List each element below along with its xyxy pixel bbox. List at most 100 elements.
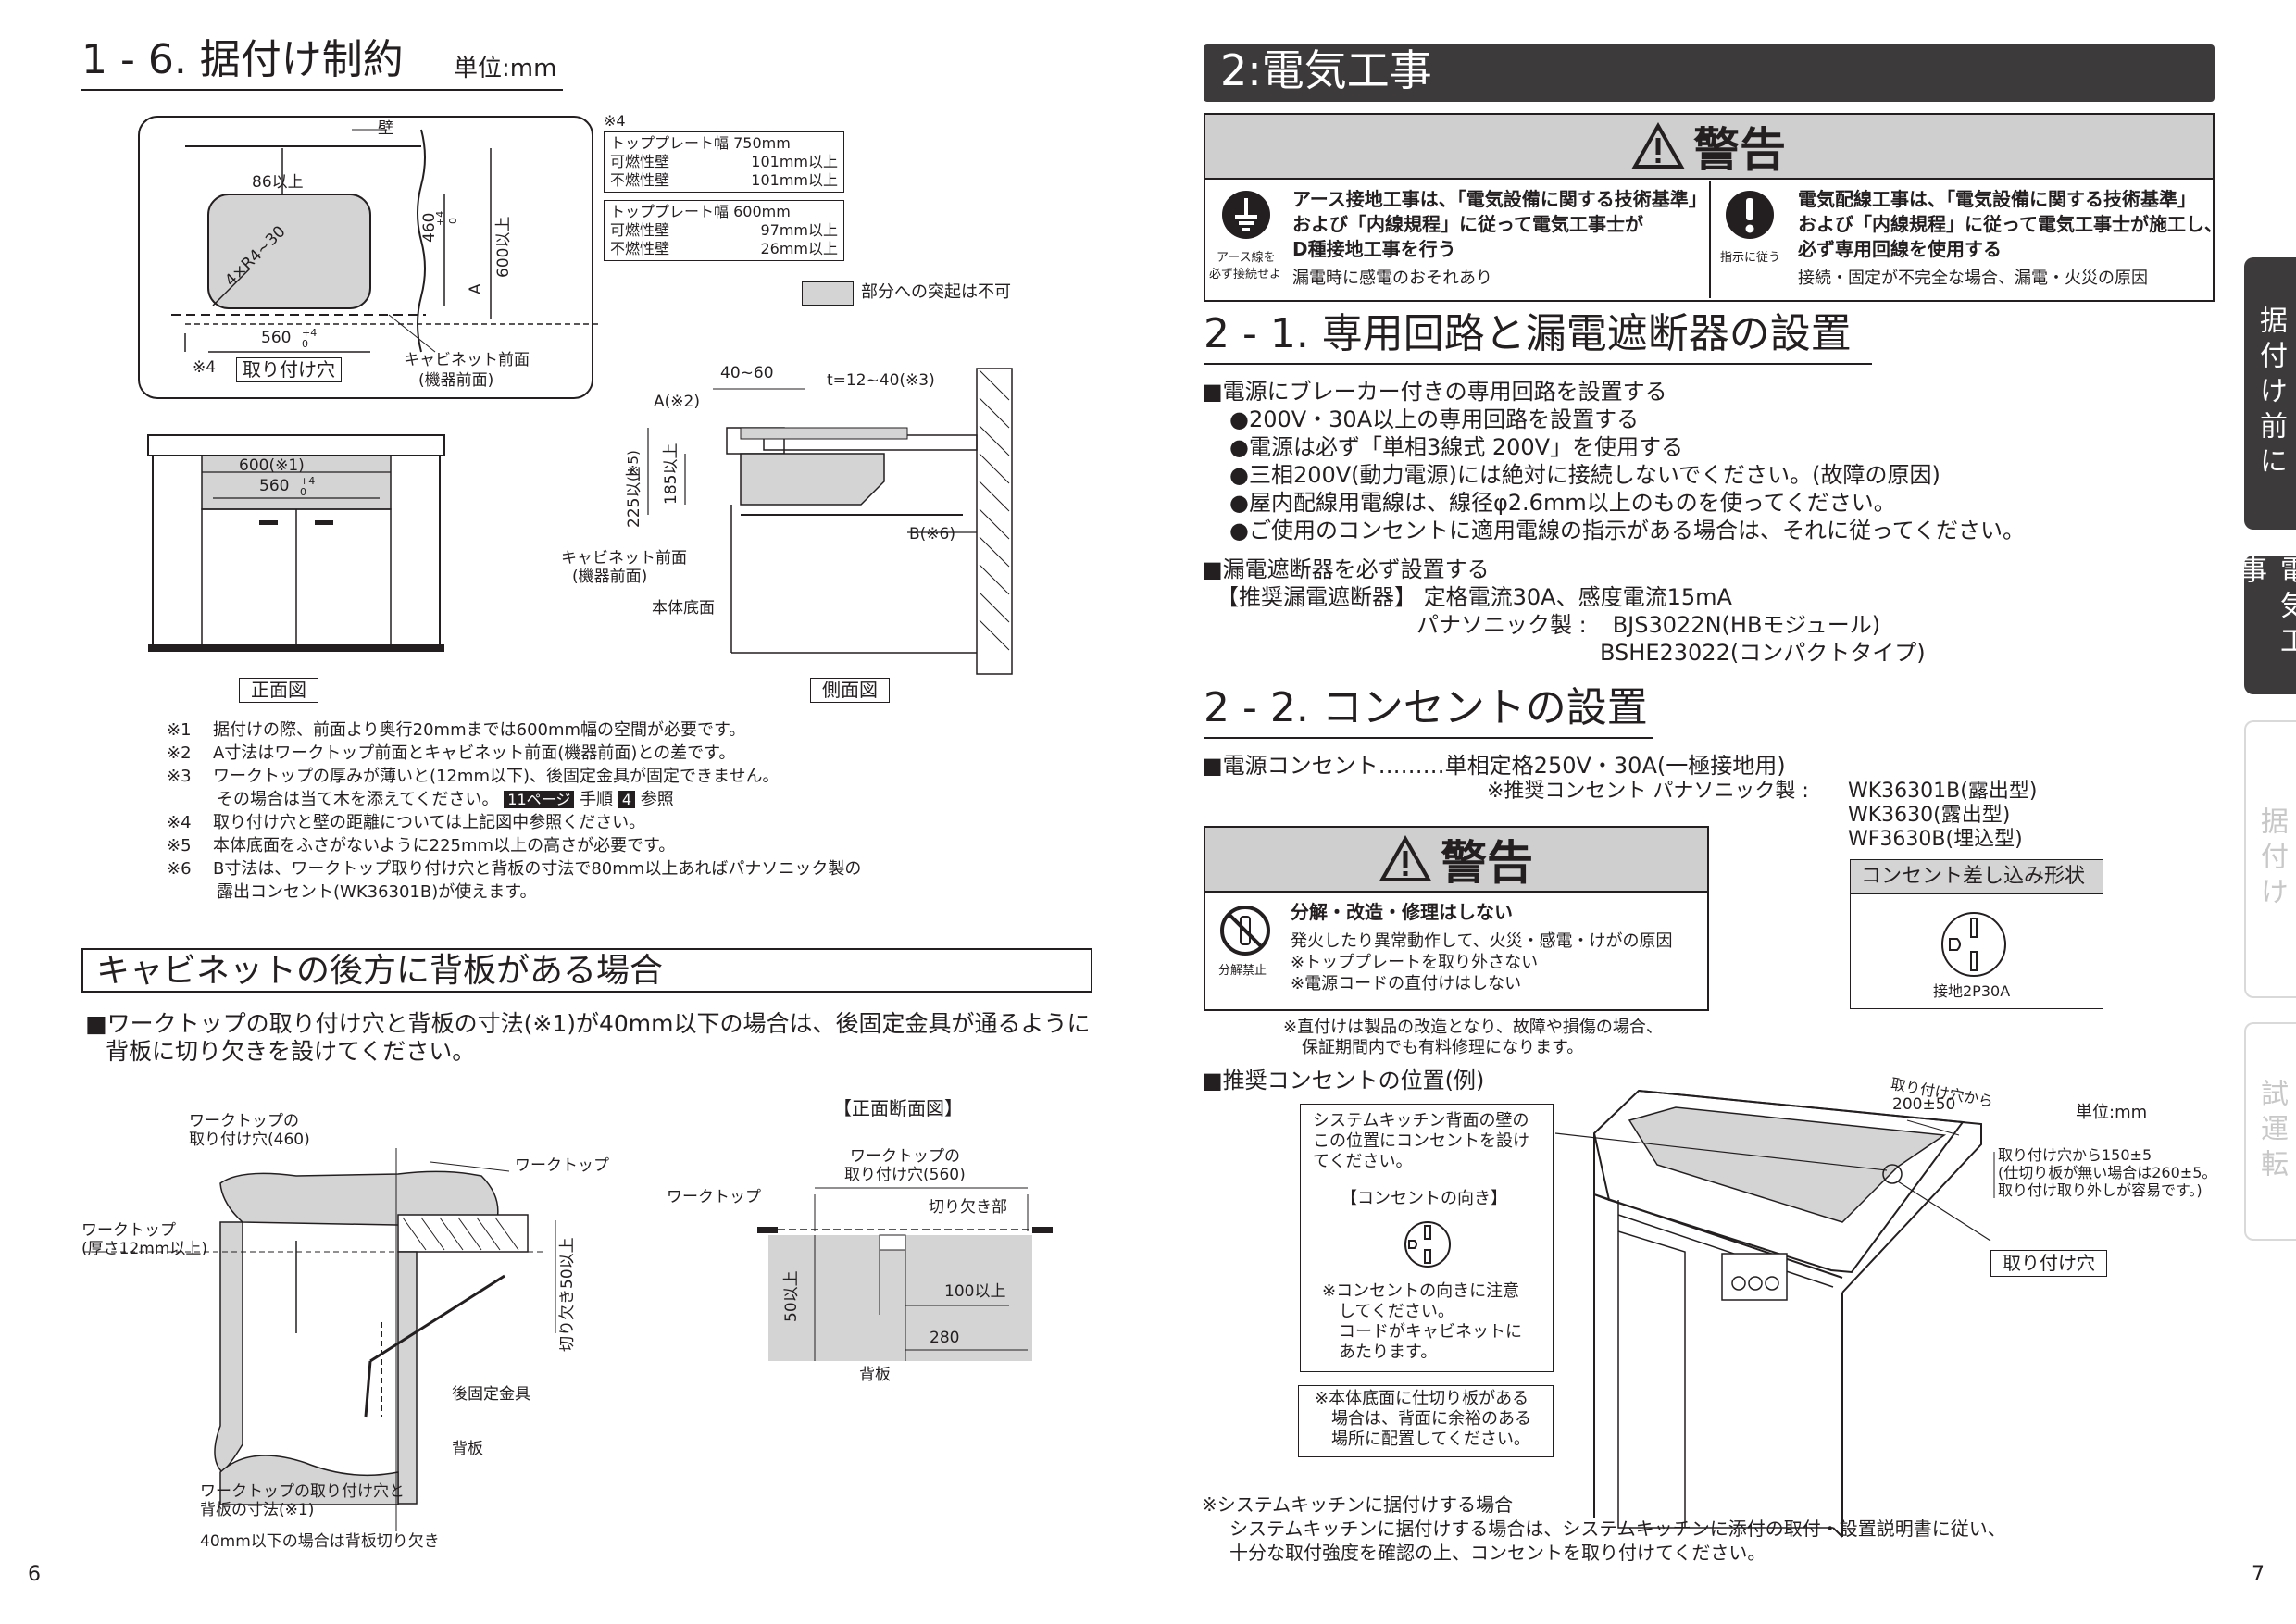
br-notch: 切り欠き部 [929,1198,1007,1217]
backboard-line1: ■ワークトップの取り付け穴と背板の寸法(※1)が40mm以下の場合は、後固定金具… [85,1010,1091,1037]
cabinet-front-top: キャビネット前面 [404,351,530,369]
warning2-body [1204,891,1709,1011]
plug-shape-title: コンセント差し込み形状 [1861,865,2086,888]
chapter-header [1204,44,2215,102]
w1-left-l3: D種接地工事を行う [1292,238,1456,260]
backboard-section-diagram [83,1148,556,1531]
position-title: ■推奨コンセントの位置(例) [1202,1068,1485,1093]
bl-backboard: 背板 [452,1440,483,1458]
tol-560-plus: +4 [302,327,318,339]
s21-bullet-2: ●電源は必ず「単相3線式 200V」を使用する [1229,434,1684,460]
call3-a: ※本体底面に仕切り板がある [1315,1389,1529,1408]
w1-right-l2: および「内線規程」に従って電気工事士が施工し、 [1798,213,2223,235]
backboard-title: キャビネットの後方に背板がある場合 [96,952,664,990]
warning1-divider [1709,181,1711,298]
front-dim-560: 560 [259,477,290,495]
front-section-diagram [757,1187,1053,1361]
br-dim-100: 100以上 [944,1282,1006,1301]
spec-box-600: トッププレート幅 600mm 可燃性壁 97mm以上 不燃性壁 26mm以上 [604,200,844,261]
front-tol-plus: +4 [300,475,316,487]
right-dim-a: 取り付け穴から150±5 [1998,1146,2152,1164]
call1-c: てください。 [1313,1152,1413,1171]
spec-600-r2v: 26mm以上 [760,240,838,257]
spec-750-r1v: 101mm以上 [751,153,838,170]
front-dim-600: 600(※1) [239,456,305,475]
spec-600-r1v: 97mm以上 [760,221,838,239]
backboard-line2: 背板に切り欠きを設けてください。 [106,1038,476,1065]
note4-mark: ※4 [193,358,217,377]
chapter-header-text: 2:電気工事 [1220,45,1432,95]
instr-caption: 指示に従う [1720,251,1781,265]
page-ref-badge[interactable]: 11ページ [504,791,575,808]
side-tab-install[interactable]: 据付け [2244,720,2296,998]
s21-bullet-3: ●三相200V(動力電源)には絶対に接続しないでください。(故障の原因) [1229,462,1940,488]
call2-c: コードがキャビネットに [1339,1322,1522,1342]
section-title-1-6: 1 - 6. 据付け制約 [81,36,404,83]
dim-200: 200±50 [1892,1095,1956,1114]
outlet-orientation-icon [1404,1221,1451,1268]
callout-partition-text: ※本体底面に仕切り板がある 場合は、背面に余裕のある 場所に配置してください。 [1315,1389,1531,1450]
side-cabinet-front: キャビネット前面 [561,549,687,568]
warning1-right-text: 電気配線工事は、「電気設備に関する技術基準」 および「内線規程」に従って電気工事… [1798,187,2223,291]
section-title-underline [81,89,563,91]
side-dim-225: 225以上 [625,466,643,528]
side-tab-trial-run[interactable]: 試運転 [2244,1022,2296,1241]
warning2-title: 警告 [1441,836,1533,890]
spec-600-r1k: 可燃性壁 [610,221,670,239]
plug-shape-title-bg [1850,859,2103,894]
position-unit: 単位:mm [2076,1103,2148,1122]
w2-l3: ※トッププレートを取り外さない [1291,953,1539,972]
bl-dim-c: 40mm以下の場合は背板切り欠き [200,1532,440,1551]
bl-dim-b: 背板の寸法(※1) [200,1501,315,1519]
no-disassembly-icon [1220,906,1270,956]
w1-left-l1: アース接地工事は、「電気設備に関する技術基準」 [1292,188,1707,210]
system-line-2: 十分な取付強度を確認の上、コンセントを取り付けてください。 [1229,1542,1766,1564]
warning-triangle-icon [1631,121,1685,169]
side-view-diagram [647,368,1013,675]
s21-rec-label: 【推奨漏電遮断器】 [1217,584,1416,610]
bl-bracket: 後固定金具 [452,1385,530,1404]
side-dim-4060: 40~60 [720,364,774,382]
warning1-left-text: アース接地工事は、「電気設備に関する技術基準」 および「内線規程」に従って電気工… [1292,187,1707,291]
bl-notch: 切り欠き50以上 [558,1237,577,1352]
s21-maker: パナソニック製 : [1416,612,1587,638]
side-tab-before-install[interactable]: 据付け前に [2244,257,2296,530]
no-disassembly-caption: 分解禁止 [1218,964,1267,978]
note-3b: その場合は当て木を添えてください。 11ページ 手順 4 参照 [217,790,674,809]
side-tab-electrical[interactable]: 電気工事 [2234,556,2296,694]
bl-hole-460-b: 取り付け穴(460) [189,1131,310,1149]
warning2-header: 警告 [1204,826,1709,891]
w1-left-sub: 漏電時に感電のおそれあり [1292,269,1492,288]
kitchen-illustration [1554,1089,1995,1538]
s22-model-1: WK36301B(露出型) [1848,780,2038,803]
w2-l1: 分解・改造・修理はしない [1291,901,1513,923]
side-body-bottom: 本体底面 [652,599,715,618]
warning1-header: 警告 [1204,113,2215,178]
section-unit: 単位:mm [454,55,557,82]
front-view-caption: 正面図 [239,678,318,703]
warning1-title: 警告 [1693,123,1786,177]
s21-heading-leakage: ■漏電遮断器を必ず設置する [1202,556,1490,582]
tol-460-plus: +4 [434,210,446,226]
s22-heading: ■電源コンセント………単相定格250V・30A(一極接地用) [1202,753,1786,779]
callout-orient-text: ※コンセントの向きに注意 してください。 コードがキャビネットに あたります。 [1322,1281,1522,1363]
s21-model-1: BJS3022N(HBモジュール) [1612,612,1881,638]
spec-750-r2k: 不燃性壁 [610,171,670,189]
spec-600-title: トッププレート幅 600mm [610,203,791,220]
spec-600-r2k: 不燃性壁 [610,240,670,257]
call2-a: ※コンセントの向きに注意 [1322,1281,1520,1301]
system-line-1: システムキッチンに据付けする場合は、システムキッチンに添付の取付・設置説明書に従… [1229,1518,2006,1540]
earth-caption-b: 必ず接続せよ [1209,268,1282,281]
section-2-2-underline [1204,737,1653,739]
w1-right-sub: 接続・固定が不完全な場合、漏電・火災の原因 [1798,269,2148,288]
dim-86: 86以上 [252,173,304,192]
w1-right-l1: 電気配線工事は、「電気設備に関する技術基準」 [1798,188,2196,210]
plug-caption: 接地2P30A [1933,982,2011,1000]
s21-body: ■電源にブレーカー付きの専用回路を設置する ●200V・30A以上の専用回路を設… [1202,378,2025,667]
br-hole-a: ワークトップの [850,1147,960,1166]
